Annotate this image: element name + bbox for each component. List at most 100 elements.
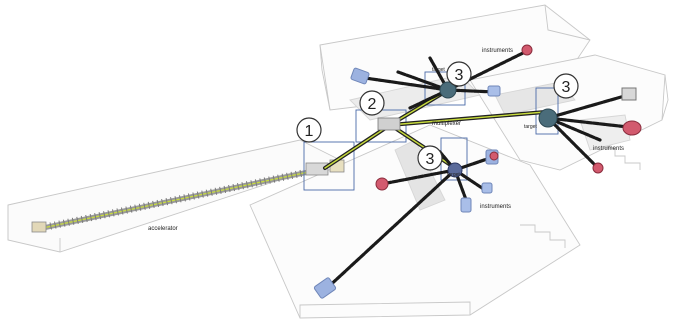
accelerator-module-tick bbox=[71, 217, 75, 225]
accelerator-module-tick bbox=[98, 212, 102, 220]
accelerator-module-tick bbox=[125, 206, 128, 214]
accelerator-module-tick bbox=[76, 216, 79, 224]
accelerator-module-tick bbox=[53, 221, 57, 229]
accelerator-module-tick bbox=[103, 211, 106, 219]
multiplexer-magnet bbox=[377, 117, 401, 131]
accelerator-module-tick bbox=[178, 195, 182, 203]
box-1 bbox=[303, 141, 355, 191]
accelerator-module-tick bbox=[161, 198, 164, 207]
accelerator-module-tick bbox=[116, 208, 119, 216]
accelerator-module-tick bbox=[201, 190, 204, 198]
target-right bbox=[538, 108, 558, 128]
box-3-top bbox=[424, 71, 466, 106]
label-multiplexer: multiplexer bbox=[432, 121, 461, 127]
accelerator-module-tick bbox=[170, 197, 173, 205]
detector-red-icon bbox=[592, 162, 604, 174]
accelerator-module-tick bbox=[210, 188, 213, 196]
accelerator-module-tick bbox=[89, 213, 93, 222]
accelerator-module-tick bbox=[272, 175, 276, 183]
accelerator-module-tick bbox=[67, 218, 70, 226]
detector-blue-icon bbox=[460, 197, 472, 213]
accelerator-module-tick bbox=[286, 172, 289, 180]
accelerator-module-tick bbox=[259, 178, 262, 186]
detector-red-icon bbox=[375, 177, 389, 191]
text-labels: accelerator multiplexer instruments inst… bbox=[148, 48, 624, 232]
accelerator-module-tick bbox=[49, 222, 52, 230]
svg-text:3: 3 bbox=[562, 79, 571, 96]
accelerator-module-tick bbox=[80, 215, 84, 224]
accelerator-module-tick bbox=[254, 179, 258, 187]
accelerator-module-tick bbox=[192, 192, 195, 200]
accelerator-module-tick bbox=[156, 199, 160, 208]
detector-red-icon bbox=[521, 44, 533, 56]
detector-grey-icon bbox=[621, 87, 637, 101]
accelerator-module-tick bbox=[174, 196, 177, 204]
accelerator-module-tick bbox=[129, 205, 133, 213]
accelerator-module-tick bbox=[295, 170, 298, 179]
accelerator-module-tick bbox=[241, 182, 244, 190]
accelerator-module-tick bbox=[62, 219, 66, 227]
marker-2: 2 bbox=[359, 90, 385, 116]
detector-blue-icon bbox=[313, 277, 337, 299]
accelerator-module-tick bbox=[205, 189, 209, 197]
target-stations bbox=[439, 81, 558, 178]
accelerator-module-tick bbox=[214, 187, 218, 195]
accelerator-module-tick bbox=[165, 198, 169, 206]
detector-blue-icon bbox=[487, 85, 501, 97]
svg-text:1: 1 bbox=[305, 123, 314, 140]
label-accelerator: accelerator bbox=[148, 226, 178, 232]
label-target-top: target bbox=[432, 67, 445, 73]
detector-red-icon bbox=[489, 151, 499, 161]
accelerator-module-tick bbox=[281, 173, 285, 181]
accelerator-module-tick bbox=[223, 185, 227, 194]
marker-1: 1 bbox=[296, 117, 322, 143]
accelerator-module-tick bbox=[58, 220, 61, 228]
target-top bbox=[439, 81, 457, 99]
accelerator-module-tick bbox=[245, 181, 249, 189]
label-instruments-right: instruments bbox=[593, 146, 624, 152]
accelerator-module-tick bbox=[85, 214, 88, 223]
svg-text:3: 3 bbox=[455, 67, 464, 84]
markers: 1 2 3 3 3 bbox=[296, 61, 579, 171]
accelerator-module-tick bbox=[183, 194, 186, 202]
accelerator-module-tick bbox=[120, 207, 124, 215]
marker-3-top: 3 bbox=[446, 61, 472, 87]
label-target-bottom: target bbox=[447, 172, 460, 178]
accelerator-module-tick bbox=[232, 183, 236, 192]
accelerator-module-tick bbox=[143, 202, 146, 210]
accelerator-module-tick bbox=[94, 213, 97, 221]
marker-3-bottom: 3 bbox=[417, 145, 443, 171]
front-end-module bbox=[305, 162, 329, 176]
accelerator-module-tick bbox=[147, 201, 151, 209]
detector-blue-icon bbox=[350, 67, 370, 85]
accelerator-module-tick bbox=[290, 171, 294, 179]
accelerator-module-tick bbox=[237, 183, 240, 191]
label-instruments-top: instruments bbox=[482, 48, 513, 54]
accelerator-beamline bbox=[31, 159, 345, 233]
accelerator-module-tick bbox=[268, 176, 271, 184]
accelerator-module-tick bbox=[134, 204, 137, 212]
accelerator-module-tick bbox=[196, 191, 200, 199]
accelerator-module-tick bbox=[219, 186, 222, 194]
accelerator-module-tick bbox=[152, 200, 155, 209]
accelerator-module-tick bbox=[112, 209, 115, 217]
label-instruments-bottom: instruments bbox=[480, 204, 511, 210]
marker-3-right: 3 bbox=[553, 73, 579, 99]
svg-text:3: 3 bbox=[426, 151, 435, 168]
accelerator-module-tick bbox=[107, 210, 111, 218]
ion-source bbox=[31, 221, 47, 233]
detector-red-icon bbox=[622, 120, 642, 136]
detectors bbox=[313, 44, 642, 299]
accelerator-modules bbox=[49, 169, 302, 230]
accelerator-module-tick bbox=[299, 169, 302, 178]
accelerator-module-tick bbox=[187, 193, 191, 201]
svg-text:2: 2 bbox=[368, 96, 377, 113]
target-bottom bbox=[447, 162, 463, 178]
accelerator-module-tick bbox=[263, 177, 267, 185]
accelerator-module-tick bbox=[277, 174, 280, 182]
label-target-right: target bbox=[524, 124, 537, 130]
detector-blue-icon bbox=[481, 182, 493, 194]
accelerator-module-tick bbox=[250, 180, 253, 188]
accelerator-module-tick bbox=[228, 184, 231, 193]
